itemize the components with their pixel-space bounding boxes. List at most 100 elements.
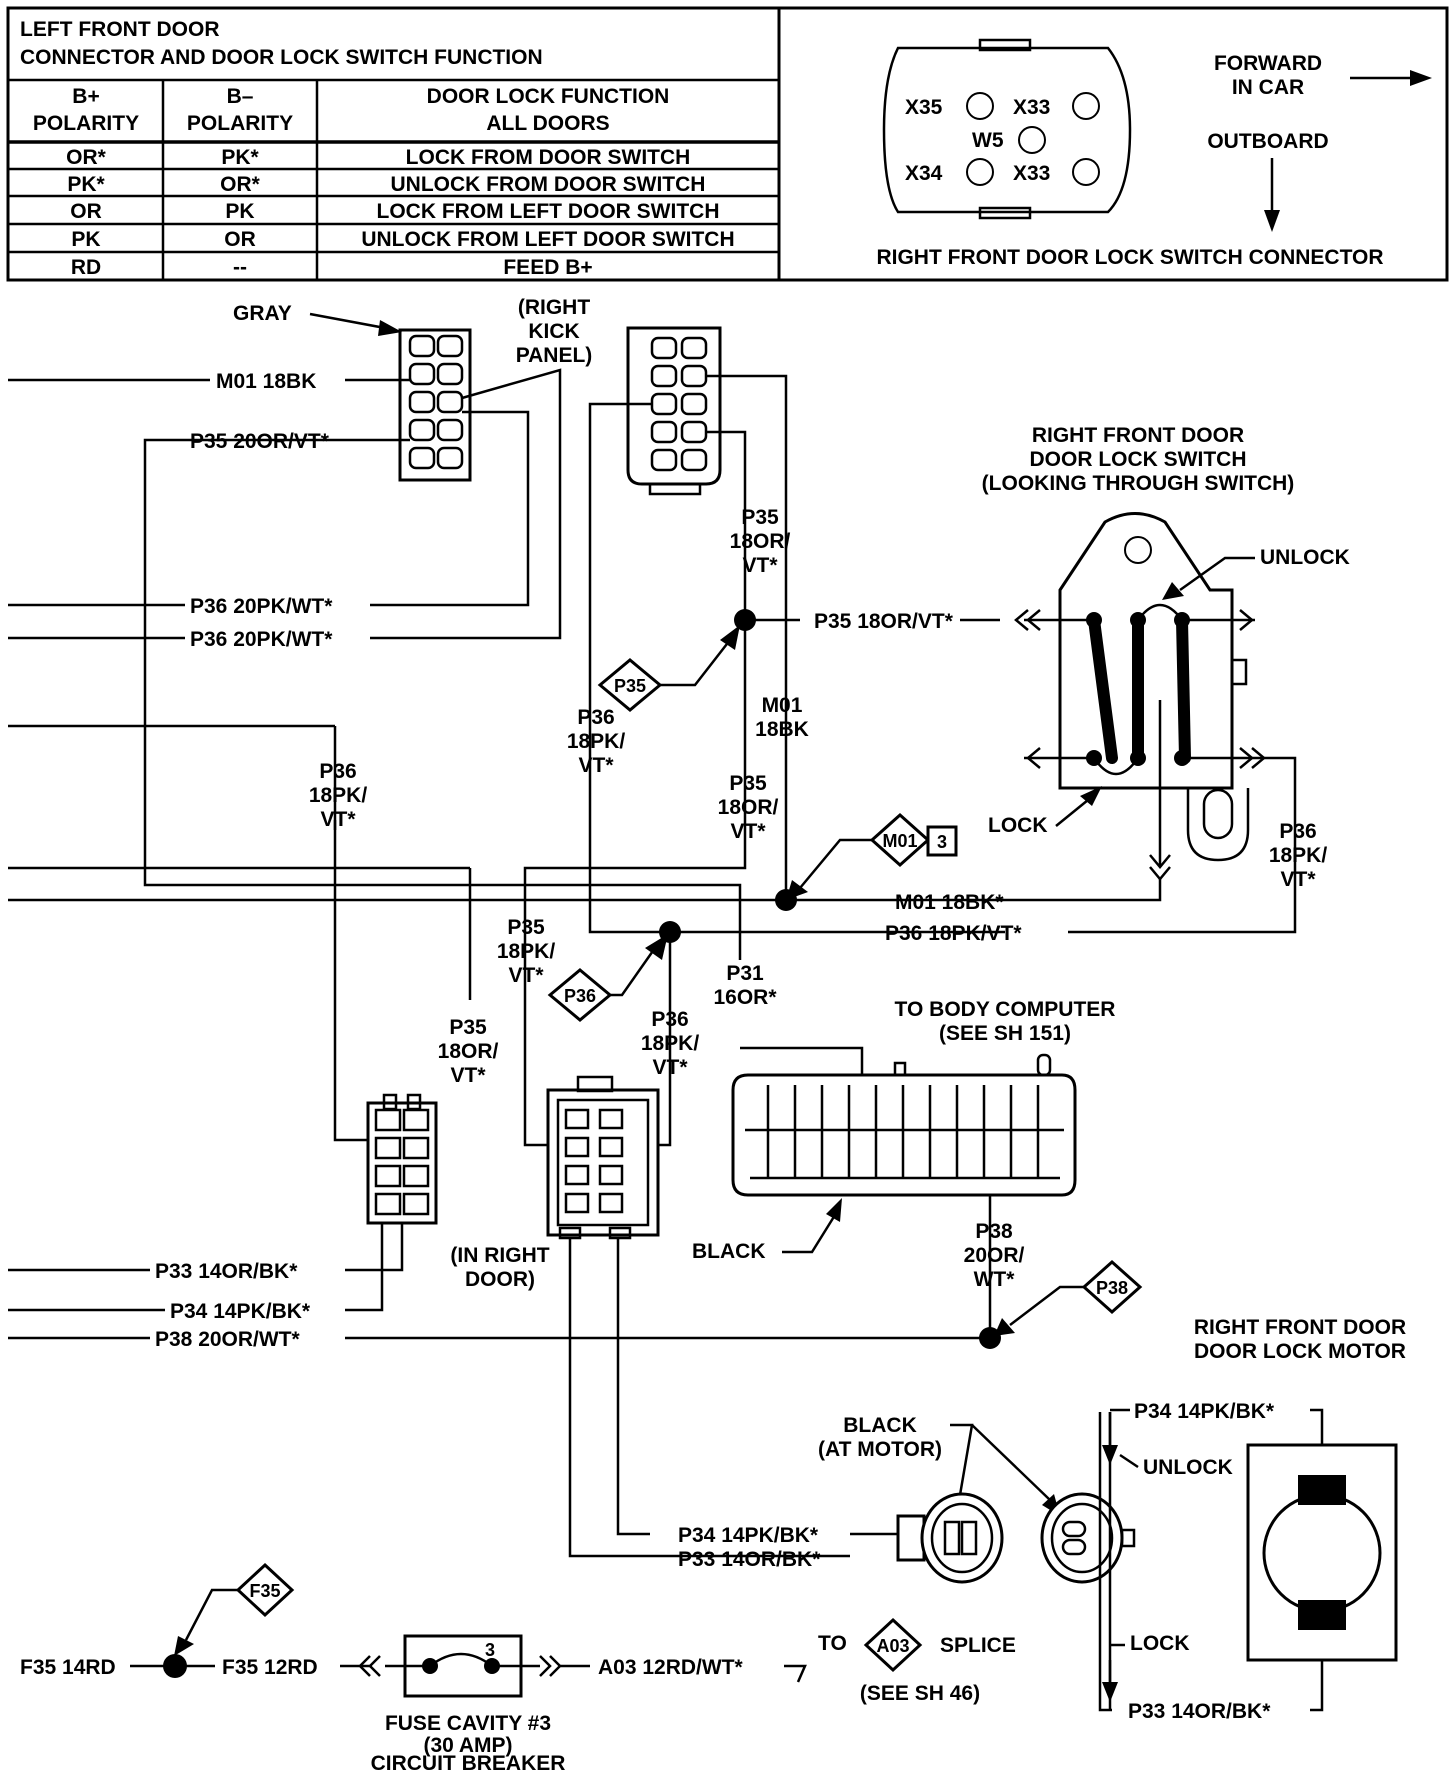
outboard-label: OUTBOARD: [1207, 130, 1328, 153]
wire-label-p35-c: 18PK/: [497, 940, 556, 963]
table-title-line1: LEFT FRONT DOOR: [20, 18, 219, 41]
gray-label: GRAY: [233, 302, 292, 325]
black-at-motor-label-2: (AT MOTOR): [818, 1438, 942, 1461]
wire-label-p36-b: 18PK/: [567, 730, 626, 753]
wire-label-p35-b: 18OR/: [718, 796, 779, 819]
wire-label-a03: A03 12RD/WT*: [598, 1656, 744, 1679]
body-computer-label-2: (SEE SH 151): [939, 1022, 1071, 1045]
body-computer-label-1: TO BODY COMPUTER: [895, 998, 1116, 1021]
table-cell: --: [233, 256, 247, 279]
pin-label-x33: X33: [1013, 96, 1050, 119]
kick-label-2: KICK: [528, 320, 579, 343]
motor-unlock-label: UNLOCK: [1143, 1456, 1233, 1479]
wire-label-p35-a: P35: [741, 506, 779, 529]
wire-label-p38-20or-wt: P38 20OR/WT*: [155, 1328, 301, 1351]
wire-label-p36-20pk-wt-a: P36 20PK/WT*: [190, 595, 333, 618]
p35-tag: P35: [597, 625, 740, 712]
motor-title-2: DOOR LOCK MOTOR: [1194, 1340, 1406, 1363]
wire-label-p36-d: VT*: [1280, 868, 1316, 891]
wire-label-p31: P31: [726, 962, 764, 985]
fuse-label-2: (30 AMP): [423, 1734, 512, 1757]
header-bplus-2: POLARITY: [33, 112, 139, 135]
table-cell: LOCK FROM DOOR SWITCH: [406, 146, 691, 169]
in-right-door-label-2: DOOR): [465, 1268, 535, 1291]
header-function-1: DOOR LOCK FUNCTION: [427, 85, 670, 108]
wire-label-p36-e: P36: [651, 1008, 688, 1031]
tag-label: A03: [876, 1636, 909, 1656]
kick-panel-connector: [626, 326, 722, 496]
connector-caption: RIGHT FRONT DOOR LOCK SWITCH CONNECTOR: [876, 246, 1383, 269]
switch-title-3: (LOOKING THROUGH SWITCH): [982, 472, 1295, 495]
tag-label: P35: [614, 676, 646, 696]
f35-tag: F35: [174, 1562, 295, 1656]
splice-dot: [979, 1327, 1001, 1349]
m01-tag: M01 3: [786, 812, 958, 900]
table-cell: LOCK FROM LEFT DOOR SWITCH: [377, 200, 720, 223]
in-right-door-label-1: (IN RIGHT: [450, 1244, 549, 1267]
fuse-label-1: FUSE CAVITY #3: [385, 1712, 551, 1735]
pin-label-x35: X35: [905, 96, 943, 119]
wire-label-p36-20pk-wt-b: P36 20PK/WT*: [190, 628, 333, 651]
wire-label-p36-c: P36: [319, 760, 356, 783]
table-cell: PK*: [221, 146, 259, 169]
wire-label-m01-v: 18BK: [755, 718, 809, 741]
motor-wire-p34: P34 14PK/BK*: [1134, 1400, 1275, 1423]
wire-label-p36-d: 18PK/: [1269, 844, 1328, 867]
wire: [8, 368, 1000, 1142]
wire-label-p36-d: P36: [1279, 820, 1316, 843]
pin-label-w5: W5: [972, 129, 1004, 152]
fuse-label-3: CIRCUIT BREAKER: [371, 1752, 566, 1772]
kick-label-3: PANEL): [516, 344, 593, 367]
switch-unlock-label: UNLOCK: [1260, 546, 1350, 569]
motor-connector-harness: [896, 1492, 1004, 1584]
wire-label-p35-a: VT*: [742, 554, 778, 577]
wire-label-m01-18bk: M01 18BK: [216, 370, 316, 393]
table-cell: UNLOCK FROM DOOR SWITCH: [391, 173, 706, 196]
tag-label: F35: [249, 1581, 280, 1601]
table-cell: UNLOCK FROM LEFT DOOR SWITCH: [361, 228, 734, 251]
connector-view-panel: X35 X33 W5 X34 X33 FORWARD IN CAR OUTBOA…: [777, 6, 1449, 282]
table-cell: RD: [71, 256, 101, 279]
pin-label-x33b: X33: [1013, 162, 1050, 185]
wire-label-p35-d: VT*: [450, 1064, 486, 1087]
function-table: LEFT FRONT DOOR CONNECTOR AND DOOR LOCK …: [6, 6, 781, 282]
header-bminus-2: POLARITY: [187, 112, 293, 135]
table-cell: PK*: [67, 173, 105, 196]
table-title-line2: CONNECTOR AND DOOR LOCK SWITCH FUNCTION: [20, 46, 543, 69]
table-cell: PK: [71, 228, 100, 251]
gray-connector: [398, 328, 472, 482]
wire-label-p38: WT*: [974, 1268, 1016, 1291]
wire-label-p36-b: P36: [577, 706, 614, 729]
tag-label: P36: [564, 986, 596, 1006]
wire-label-p38: P38: [975, 1220, 1013, 1243]
see-sh46-label: (SEE SH 46): [860, 1682, 980, 1705]
door-lock-switch: [1014, 512, 1266, 881]
table-cell: OR: [70, 200, 102, 223]
motor-title-1: RIGHT FRONT DOOR: [1194, 1316, 1406, 1339]
to-label: TO: [818, 1632, 847, 1655]
forward-label-1: FORWARD: [1214, 52, 1322, 75]
wire-label-p31: 16OR*: [713, 986, 777, 1009]
wire-label-p36-b: VT*: [578, 754, 614, 777]
body-computer-connector: [731, 1053, 1077, 1197]
wire-label-p33-at-conn: P33 14OR/BK*: [678, 1548, 821, 1571]
wire-label-p35-a: 18OR/: [730, 530, 791, 553]
p36-tag: P36: [547, 934, 668, 1022]
tag-label: M01: [882, 831, 917, 851]
table-cell: OR: [224, 228, 256, 251]
wire-label-p34-14pk-bk: P34 14PK/BK*: [170, 1300, 311, 1323]
wire-label-p33-14or-bk: P33 14OR/BK*: [155, 1260, 298, 1283]
black-at-motor-label-1: BLACK: [843, 1414, 917, 1437]
wire-label-p35-b: P35: [729, 772, 767, 795]
wire-label-p36-18pk-vt: P36 18PK/VT*: [885, 922, 1022, 945]
motor-wire-p33: P33 14OR/BK*: [1128, 1700, 1271, 1723]
pin-label-x34: X34: [905, 162, 943, 185]
tag-number: 3: [937, 832, 947, 852]
wire-label-f35-14rd: F35 14RD: [20, 1656, 116, 1679]
switch-lock-label: LOCK: [988, 814, 1048, 837]
table-cell: FEED B+: [503, 256, 592, 279]
splice-label: SPLICE: [940, 1634, 1016, 1657]
wire: [8, 1223, 990, 1558]
header-bplus-1: B+: [72, 85, 99, 108]
wire-label-p34-at-conn: P34 14PK/BK*: [678, 1524, 819, 1547]
